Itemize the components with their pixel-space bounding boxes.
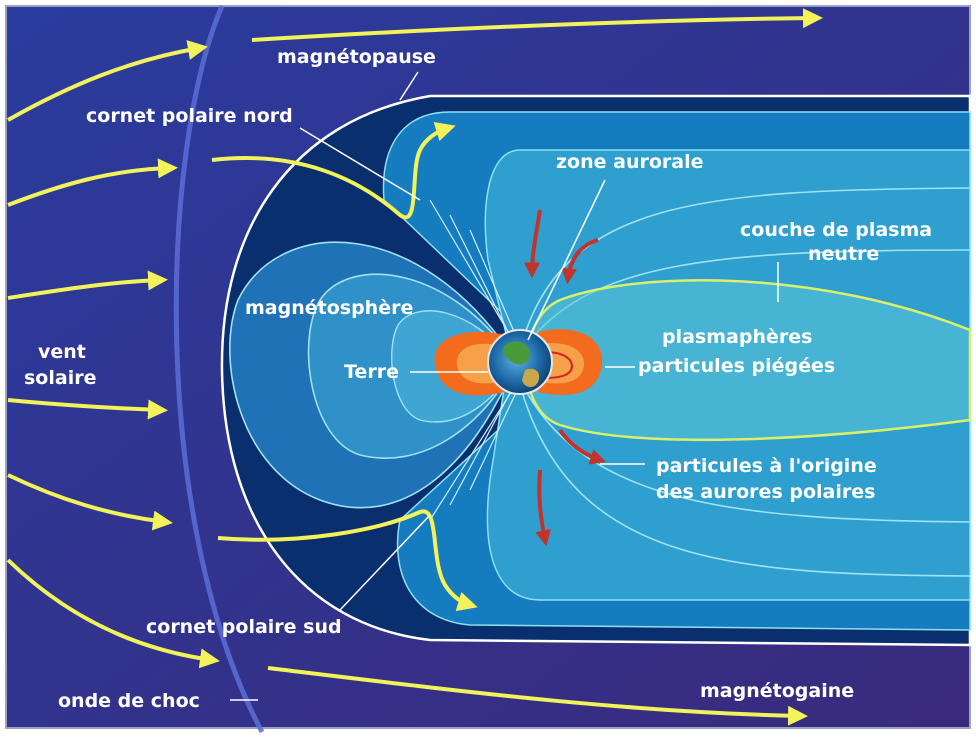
earth-globe (487, 329, 553, 395)
label-terre: Terre (344, 361, 399, 383)
magnetosheath-arrow-top (251, 8, 823, 42)
cusp-arrow-north (211, 121, 456, 220)
label-onde-de-choc: onde de choc (58, 690, 200, 712)
label-magnetopause: magnétopause (277, 46, 436, 68)
solar-wind-arrow (7, 40, 208, 122)
label-particules-line1: particules à l'origine (656, 455, 877, 477)
label-cornet-polaire-nord: cornet polaire nord (86, 105, 293, 127)
tail-field-line-4 (519, 384, 971, 577)
bow-shock-line (173, 5, 265, 734)
label-cornet-polaire-sud: cornet polaire sud (146, 616, 342, 638)
label-magnetogaine: magnétogaine (700, 680, 854, 702)
cusp-arrow-south (217, 509, 478, 612)
label-zone-aurorale: zone aurorale (556, 151, 704, 173)
label-vent-line1: vent (38, 341, 86, 363)
label-couche-plasma-line2: neutre (808, 243, 879, 265)
aurora-particle-arrows (524, 209, 607, 547)
label-couche-plasma-line1: couche de plasma (740, 219, 932, 241)
solar-wind-arrow (7, 398, 168, 420)
label-vent-line2: solaire (24, 367, 96, 389)
cusp-field-lines (429, 199, 523, 521)
label-magnetosphere: magnétosphère (245, 297, 413, 319)
label-plasmaspheres-line1: plasmaphères (662, 326, 812, 348)
tail-field-line-1 (519, 187, 971, 351)
label-plasmaspheres-line2: particules piégées (638, 355, 835, 377)
solar-wind-arrow (7, 473, 173, 531)
solar-wind-arrow (7, 158, 178, 207)
solar-wind-arrow (6, 558, 220, 669)
tail-field-line-3 (519, 379, 971, 523)
label-pointer-lines (230, 71, 779, 701)
solar-wind-arrow (7, 270, 168, 300)
solar-wind-arrows (6, 40, 220, 669)
magnetosheath-arrow-bottom (267, 666, 808, 726)
label-particules-line2: des aurores polaires (656, 481, 875, 503)
